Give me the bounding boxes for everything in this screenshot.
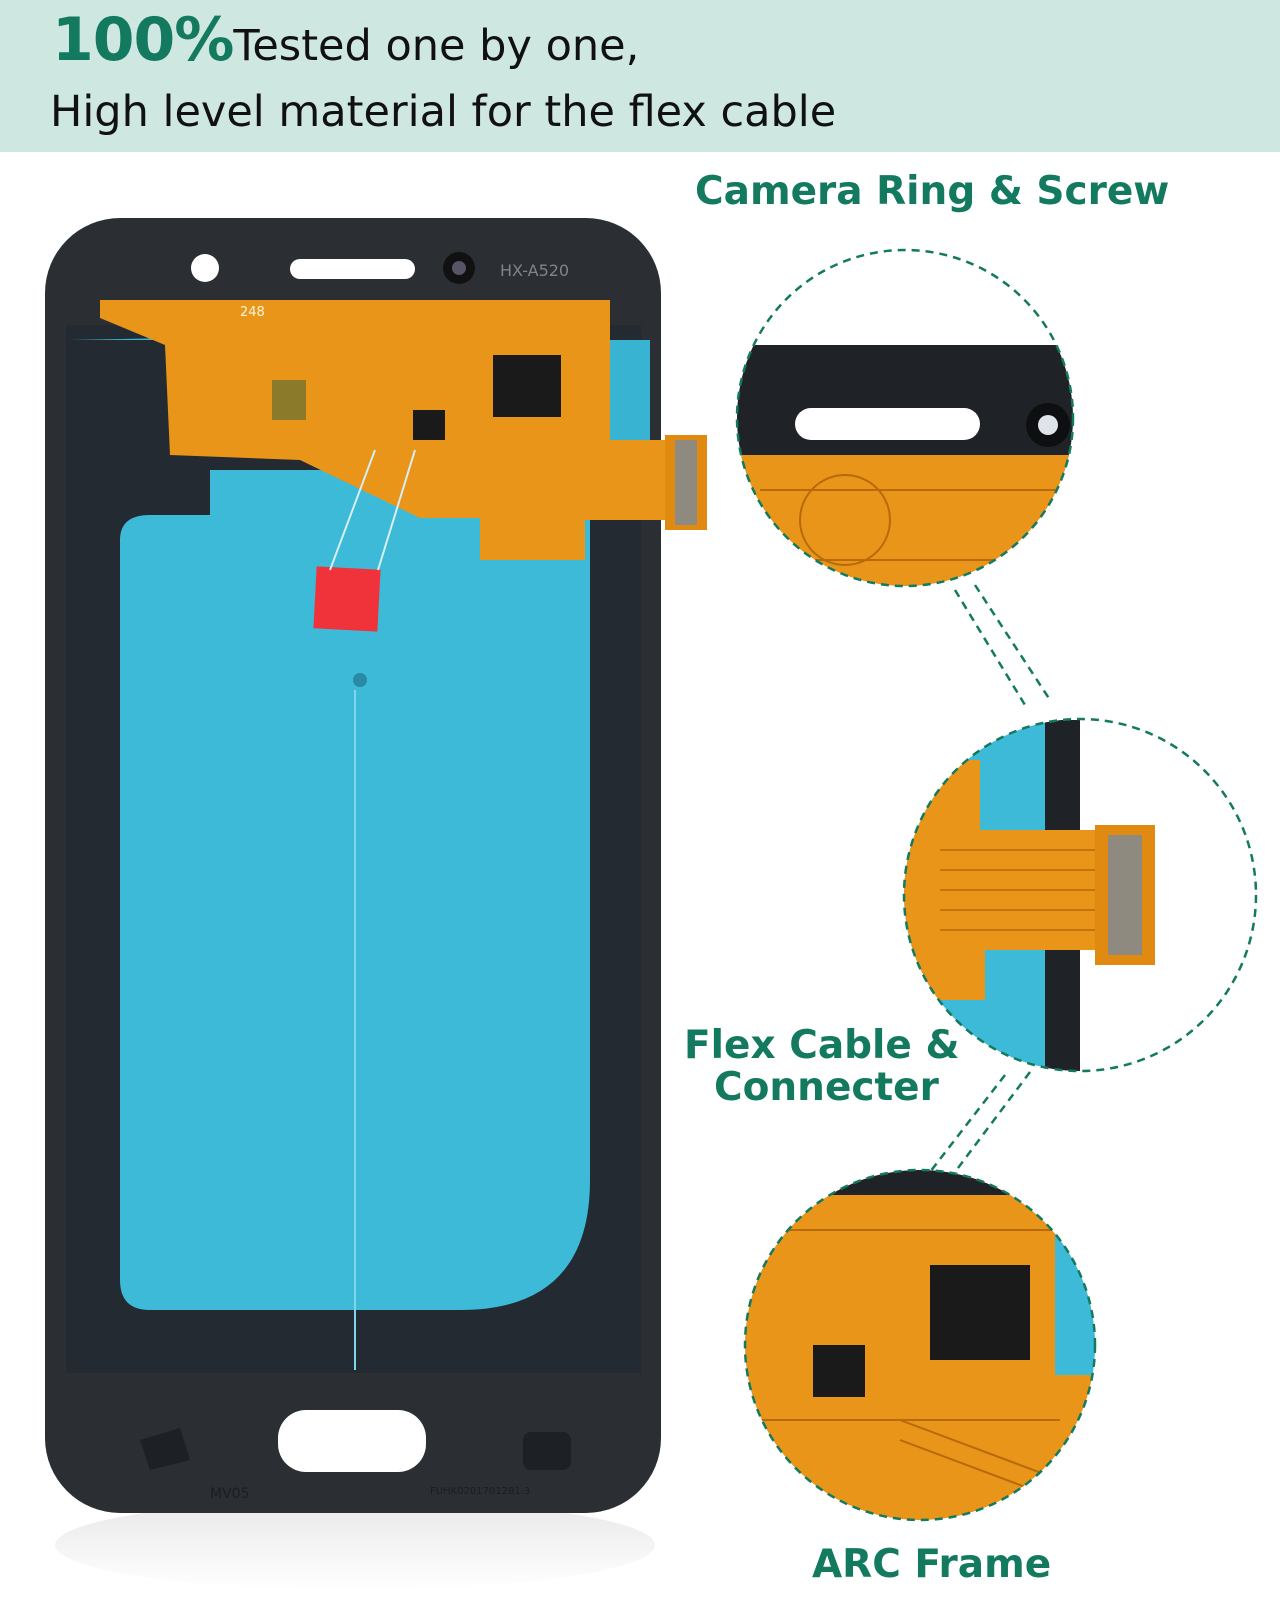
front-camera-lens [452, 261, 466, 275]
film-dot [353, 673, 367, 687]
headline-rest: Tested one by one, [233, 21, 640, 71]
ic-chip-large [493, 355, 561, 417]
callout-flex-line1: Flex Cable & [684, 1023, 960, 1068]
ic-component [272, 380, 306, 420]
flex-connector [675, 440, 697, 525]
callout-flex-line2: Connecter [714, 1065, 939, 1110]
floor-reflection [55, 1500, 655, 1590]
highlight-percent: 100% [52, 5, 234, 75]
red-pull-tab [313, 566, 381, 632]
home-button-cutout [278, 1410, 426, 1472]
header-banner: 100%Tested one by one, High level materi… [0, 0, 1280, 152]
zoom-flex-connector [902, 717, 1258, 1073]
model-text: HX-A520 [500, 261, 569, 280]
sensor-hole [191, 254, 219, 282]
callout-connectors [929, 584, 1052, 1173]
tape-line [377, 449, 416, 571]
bottom-left-text: MV05 [210, 1486, 249, 1502]
ic-chip-small [413, 410, 445, 440]
headline-line-1: 100%Tested one by one, [52, 10, 640, 72]
earpiece-slot [290, 259, 415, 279]
lcd-assembly: HX-A520 248 MV05 FUHK0201701281.3 [45, 218, 707, 1513]
flex-number: 248 [240, 305, 265, 320]
zoom-arc-frame [743, 1168, 1097, 1522]
headline-line-2: High level material for the flex cable [50, 87, 837, 137]
zoom-camera-ring [735, 248, 1075, 588]
tape-line [329, 449, 376, 571]
back-key-icon [140, 1428, 190, 1470]
callout-camera-ring: Camera Ring & Screw [695, 169, 1170, 214]
bottom-right-text: FUHK0201701281.3 [430, 1486, 530, 1497]
callout-arc-frame: ARC Frame [812, 1542, 1052, 1587]
recent-key-icon [523, 1432, 571, 1470]
